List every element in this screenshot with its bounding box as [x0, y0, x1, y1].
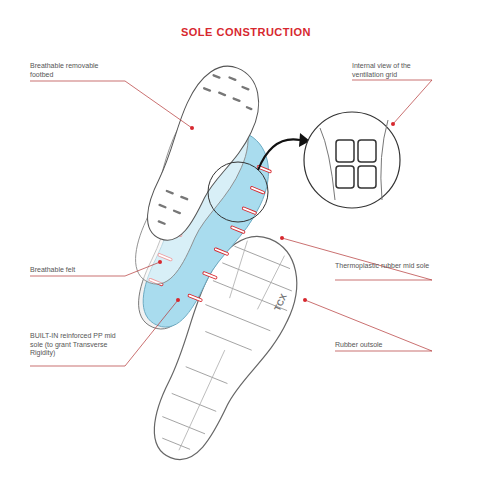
part-label: Internal view of the ventilation grid	[352, 62, 432, 79]
leader-dots	[158, 122, 395, 302]
removable-footbed	[136, 55, 272, 255]
leader-line	[30, 262, 160, 276]
part-label: BUILT-IN reinforced PP mid sole (to gran…	[30, 332, 125, 358]
part-label: Rubber outsole	[335, 341, 430, 350]
leader-lines	[30, 80, 432, 366]
magnified-view	[304, 112, 400, 208]
leader-dot	[176, 298, 180, 302]
diagram-title: SOLE CONSTRUCTION	[0, 26, 492, 38]
footbed-holes	[152, 70, 260, 238]
footbed-outline	[136, 55, 272, 255]
zoom-arrow	[258, 139, 300, 170]
part-label: Breathable felt	[30, 266, 120, 275]
leader-line	[30, 300, 178, 366]
leader-dot	[391, 122, 395, 126]
grid-wall	[320, 120, 388, 200]
grid-cell	[336, 166, 354, 188]
leader-dot	[280, 236, 284, 240]
leader-dot	[190, 126, 194, 130]
part-label: Thermoplastic rubber mid sole	[335, 262, 430, 271]
part-label: Breathable removable footbed	[30, 62, 120, 79]
leader-line	[352, 80, 432, 124]
leader-dot	[158, 260, 162, 264]
leader-dot	[303, 298, 307, 302]
grid-cell	[336, 140, 354, 162]
grid-cell	[358, 140, 376, 162]
grid-cell	[358, 166, 376, 188]
leader-line	[282, 238, 432, 280]
detail-marker	[208, 162, 268, 222]
leader-line	[305, 300, 432, 351]
leader-line	[30, 81, 192, 128]
